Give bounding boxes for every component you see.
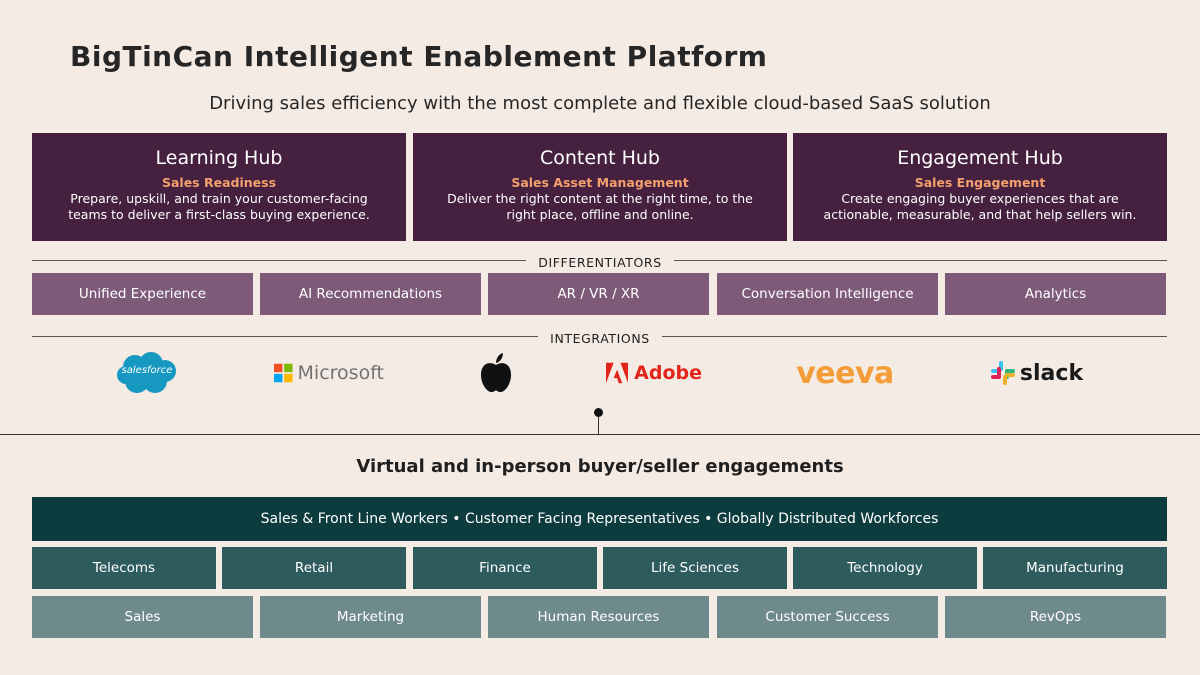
page-title: BigTinCan Intelligent Enablement Platfor…	[70, 40, 768, 73]
salesforce-cloud-icon	[117, 352, 176, 393]
differentiator-conversation-intelligence[interactable]: Conversation Intelligence	[717, 273, 938, 315]
veeva-logo: veeva	[792, 350, 898, 396]
hub-description: Prepare, upskill, and train your custome…	[68, 191, 370, 222]
hub-subtitle: Sales Asset Management	[511, 175, 689, 190]
connector-dot	[594, 408, 603, 417]
connector-line	[0, 434, 1200, 435]
integrations-label: INTEGRATIONS	[0, 328, 1200, 347]
page-subtitle: Driving sales efficiency with the most c…	[209, 93, 991, 114]
function-human-resources[interactable]: Human Resources	[488, 596, 709, 638]
microsoft-logo: Microsoft	[274, 350, 384, 396]
adobe-a-icon	[606, 362, 629, 384]
industry-technology[interactable]: Technology	[793, 547, 977, 589]
learning-hub-card[interactable]: Learning Hub Sales Readiness Prepare, up…	[32, 133, 406, 241]
engagements-title: Virtual and in-person buyer/seller engag…	[356, 456, 844, 477]
hub-subtitle: Sales Engagement	[914, 175, 1046, 190]
hub-title: Engagement Hub	[897, 147, 1063, 169]
hub-description: Create engaging buyer experiences that a…	[823, 191, 1137, 222]
function-sales[interactable]: Sales	[32, 596, 253, 638]
slack-hash-icon	[990, 361, 1015, 385]
hub-description: Deliver the right content at the right t…	[447, 191, 753, 222]
industry-finance[interactable]: Finance	[413, 547, 597, 589]
slack-wordmark: slack	[1019, 360, 1084, 386]
hub-title: Content Hub	[540, 147, 660, 169]
apple-logo	[476, 350, 516, 396]
industry-manufacturing[interactable]: Manufacturing	[983, 547, 1167, 589]
engagement-hub-card[interactable]: Engagement Hub Sales Engagement Create e…	[793, 133, 1167, 241]
microsoft-squares-icon	[274, 363, 293, 383]
function-customer-success[interactable]: Customer Success	[717, 596, 938, 638]
connector-stem	[598, 412, 599, 434]
differentiator-analytics[interactable]: Analytics	[945, 273, 1166, 315]
workers-banner[interactable]: Sales & Front Line Workers • Customer Fa…	[32, 497, 1167, 541]
differentiator-ai-recommendations[interactable]: AI Recommendations	[260, 273, 481, 315]
industry-telecoms[interactable]: Telecoms	[32, 547, 216, 589]
industry-retail[interactable]: Retail	[222, 547, 406, 589]
content-hub-card[interactable]: Content Hub Sales Asset Management Deliv…	[413, 133, 787, 241]
salesforce-logo: salesforce	[112, 350, 182, 396]
microsoft-wordmark: Microsoft	[297, 362, 384, 384]
adobe-logo: Adobe	[606, 350, 702, 396]
hub-subtitle: Sales Readiness	[161, 175, 277, 190]
platform-panel: BigTinCan Intelligent Enablement Platfor…	[0, 40, 1200, 396]
hub-title: Learning Hub	[155, 147, 283, 169]
function-marketing[interactable]: Marketing	[260, 596, 481, 638]
function-revops[interactable]: RevOps	[945, 596, 1166, 638]
differentiator-unified-experience[interactable]: Unified Experience	[32, 273, 253, 315]
salesforce-wordmark: salesforce	[121, 365, 173, 376]
industry-life-sciences[interactable]: Life Sciences	[603, 547, 787, 589]
differentiators-label: DIFFERENTIATORS	[0, 252, 1200, 271]
slack-logo: slack	[990, 350, 1084, 396]
adobe-wordmark: Adobe	[634, 362, 702, 384]
veeva-wordmark: veeva	[796, 355, 894, 391]
differentiator-ar-vr-xr[interactable]: AR / VR / XR	[488, 273, 709, 315]
apple-icon	[481, 353, 511, 393]
